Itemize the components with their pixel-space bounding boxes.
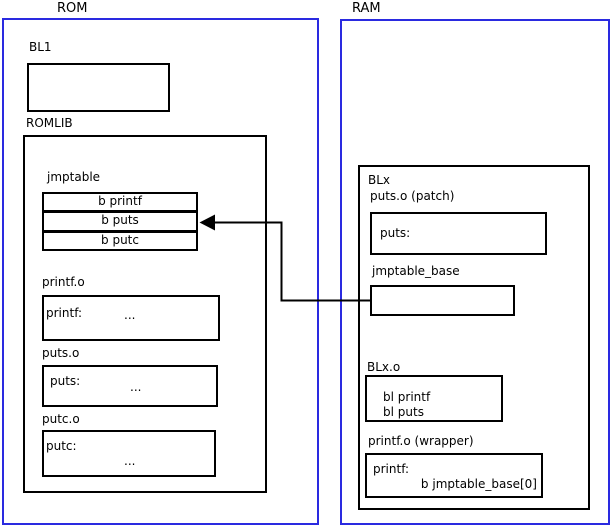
puts-patch-label: puts.o (patch) (370, 189, 455, 203)
romlib-label: ROMLIB (26, 116, 73, 130)
printf-wrapper-label: printf.o (wrapper) (368, 434, 474, 448)
jmptable-base-box (370, 285, 515, 316)
puts-patch-box: puts: (370, 212, 547, 255)
jmptable-label: jmptable (47, 170, 101, 184)
ram-region-label: RAM (352, 1, 381, 16)
jmptable-row-b-putc: b putc (42, 231, 198, 251)
printf-body-ellipsis: ... (124, 308, 136, 322)
blx-box (358, 165, 590, 510)
puts-o-label: puts.o (42, 346, 80, 360)
blx-o-box: bl printf bl puts (365, 375, 503, 422)
printf-symbol: printf: (46, 306, 83, 320)
rom-region-label: ROM (57, 1, 88, 16)
romlib-box (23, 135, 267, 493)
printf-o-box: printf: ... (42, 295, 220, 341)
putc-body-ellipsis: ... (124, 454, 136, 468)
blx-o-line-bl-printf: bl printf (383, 390, 431, 404)
printf-wrapper-symbol: printf: (373, 462, 410, 476)
putc-symbol: putc: (46, 439, 77, 453)
bl1-box (27, 63, 170, 112)
jmptable-row-b-puts: b puts (42, 211, 198, 232)
puts-body-ellipsis: ... (130, 380, 142, 394)
jmptable-row-b-printf: b printf (42, 192, 198, 212)
putc-o-label: putc.o (42, 412, 80, 426)
printf-o-label: printf.o (42, 275, 85, 289)
printf-wrapper-box: printf: b jmptable_base[0] (365, 453, 543, 498)
blx-label: BLx (368, 173, 391, 187)
jmptable-base-label: jmptable_base (372, 264, 460, 278)
bl1-label: BL1 (29, 40, 52, 54)
printf-wrapper-branch: b jmptable_base[0] (420, 477, 537, 491)
puts-symbol: puts: (50, 374, 81, 388)
blx-o-label: BLx.o (367, 360, 401, 374)
puts-o-box: puts: ... (42, 365, 218, 407)
puts-patch-symbol: puts: (380, 226, 411, 240)
blx-o-line-bl-puts: bl puts (383, 405, 424, 419)
putc-o-box: putc: ... (42, 430, 216, 477)
